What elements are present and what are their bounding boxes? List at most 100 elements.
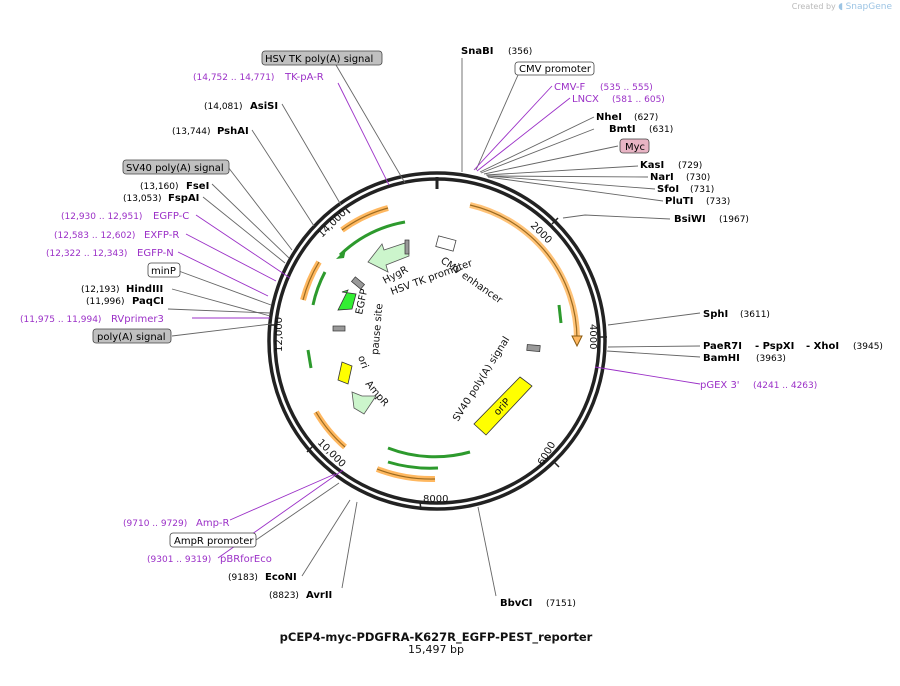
tick-4000: 4000	[587, 324, 598, 349]
site-fsei-pos: (13,160)	[140, 182, 179, 192]
arc-hygr-outer-core	[341, 207, 389, 231]
primer-exfp-r: EXFP-R	[144, 230, 179, 241]
grey-box-4	[404, 239, 410, 255]
primer-amp-r: Amp-R	[196, 518, 230, 529]
box-hsv-tk-polya-label: HSV TK poly(A) signal	[265, 54, 373, 65]
site-xhoi-pos: (3945)	[853, 342, 883, 352]
site-bamhi-pos: (3963)	[756, 354, 786, 364]
plasmid-name: pCEP4-myc-PDGFRA-K627R_EGFP-PEST_reporte…	[279, 630, 593, 644]
arc-small-green	[557, 304, 563, 324]
site-asisi-pos: (14,081)	[204, 102, 243, 112]
arc-green-4	[387, 446, 471, 459]
site-sphi-pos: (3611)	[740, 310, 770, 320]
cmv-enhancer-box	[435, 235, 457, 252]
site-paer7i: PaeR7I	[703, 341, 742, 352]
primer-tk-pa-r: TK-pA-R	[284, 72, 324, 83]
scale-ticks	[268, 206, 607, 511]
box-minp-label: minP	[151, 266, 176, 277]
site-xhoi: - XhoI	[806, 341, 839, 352]
box-myc	[619, 138, 650, 154]
arc-green-3	[306, 349, 313, 369]
feature-pause-site: pause site	[370, 303, 385, 355]
site-nhei: NheI	[596, 112, 622, 123]
arc-green-1-head	[336, 249, 346, 259]
box-sv40-polya	[122, 159, 230, 175]
box-polya-label: poly(A) signal	[97, 332, 166, 343]
primer-cmv-f: CMV-F	[554, 82, 585, 93]
box-polya	[92, 328, 172, 344]
primer-cmv-f-pos: (535 .. 555)	[600, 83, 653, 93]
site-fspai-pos: (13,053)	[123, 194, 162, 204]
box-ampr-promoter-label: AmpR promoter	[174, 536, 254, 547]
feature-ori: ori	[355, 354, 370, 370]
plasmid-length: 15,497 bp	[408, 643, 464, 656]
site-paqci-pos: (11,996)	[86, 297, 125, 307]
primer-rvprimer3: RVprimer3	[111, 314, 164, 325]
site-pshai: PshAI	[217, 126, 249, 137]
site-nari: NarI	[650, 172, 674, 183]
ampr-arrow	[351, 391, 377, 415]
primer-pgex3: pGEX 3'	[700, 380, 740, 391]
primer-egfp-n: EGFP-N	[137, 248, 174, 259]
arc-orange-bottom-core	[376, 468, 436, 480]
site-hindiii-pos: (12,193)	[81, 285, 120, 295]
arc-arrowhead-1	[571, 335, 583, 348]
site-nari-pos: (730)	[686, 173, 710, 183]
arc-orange-left-core	[302, 261, 320, 301]
primer-tk-pa-r-pos: (14,752 .. 14,771)	[193, 73, 274, 83]
site-bsiwi-pos: (1967)	[719, 215, 749, 225]
site-pluti: PluTI	[665, 196, 693, 207]
primer-exfp-r-pos: (12,583 .. 12,602)	[54, 231, 135, 241]
site-sphi: SphI	[703, 309, 728, 320]
site-paqci: PaqCI	[132, 296, 164, 307]
box-sv40-polya-label: SV40 poly(A) signal	[126, 163, 224, 174]
grey-box-3	[526, 344, 541, 352]
primer-egfp-n-pos: (12,322 .. 12,343)	[46, 249, 127, 259]
site-pshai-pos: (13,744)	[172, 127, 211, 137]
site-hindiii: HindIII	[126, 284, 163, 295]
site-fspai: FspAI	[168, 193, 199, 204]
site-nhei-pos: (627)	[634, 113, 658, 123]
site-econi: EcoNI	[265, 572, 297, 583]
egfp-arrow	[337, 289, 357, 311]
site-bbvci: BbvCI	[500, 598, 532, 609]
left-labels: HSV TK poly(A) signal (14,752 .. 14,771)…	[20, 50, 383, 601]
site-avrii-pos: (8823)	[269, 591, 299, 601]
site-bbvci-pos: (7151)	[546, 599, 576, 609]
tick-12000: 12,000	[274, 317, 285, 352]
box-minp	[147, 262, 181, 278]
tick-8000: 8000	[423, 494, 448, 505]
site-snabi: SnaBI	[461, 46, 493, 57]
leader-lines	[167, 58, 701, 597]
primer-egfp-c: EGFP-C	[153, 211, 189, 222]
site-bsiwi: BsiWI	[674, 214, 706, 225]
arc-cmv-region-core	[469, 204, 578, 341]
primer-lncx: LNCX	[572, 94, 599, 105]
orip-box	[473, 376, 533, 436]
site-bmti: BmtI	[609, 124, 636, 135]
primer-amp-r-pos: (9710 .. 9729)	[123, 519, 187, 529]
site-sfoi: SfoI	[657, 184, 679, 195]
site-pluti-pos: (733)	[706, 197, 730, 207]
hygr-arrow	[367, 241, 410, 273]
primer-egfp-c-pos: (12,930 .. 12,951)	[61, 212, 142, 222]
right-labels: SnaBI (356) CMV promoter CMV-F (535 .. 5…	[461, 46, 883, 609]
grey-box-1	[350, 276, 366, 290]
site-avrii: AvrII	[306, 590, 332, 601]
box-ampr-promoter	[169, 532, 257, 548]
grey-box-2	[332, 325, 346, 332]
box-cmv-promoter	[514, 61, 595, 76]
site-snabi-pos: (356)	[508, 47, 532, 57]
feature-egfp: EGFP	[354, 288, 370, 316]
box-hsv-tk-polya	[261, 50, 383, 66]
primer-pbrforeco: pBRforEco	[220, 554, 272, 565]
site-kasi-pos: (729)	[678, 161, 702, 171]
arc-orange-amp-core	[315, 411, 346, 448]
site-kasi: KasI	[640, 160, 664, 171]
site-bamhi: BamHI	[703, 353, 740, 364]
box-cmv-promoter-label: CMV promoter	[519, 64, 592, 75]
primer-pgex3-pos: (4241 .. 4263)	[753, 381, 817, 391]
site-sfoi-pos: (731)	[690, 185, 714, 195]
site-bmti-pos: (631)	[649, 125, 673, 135]
